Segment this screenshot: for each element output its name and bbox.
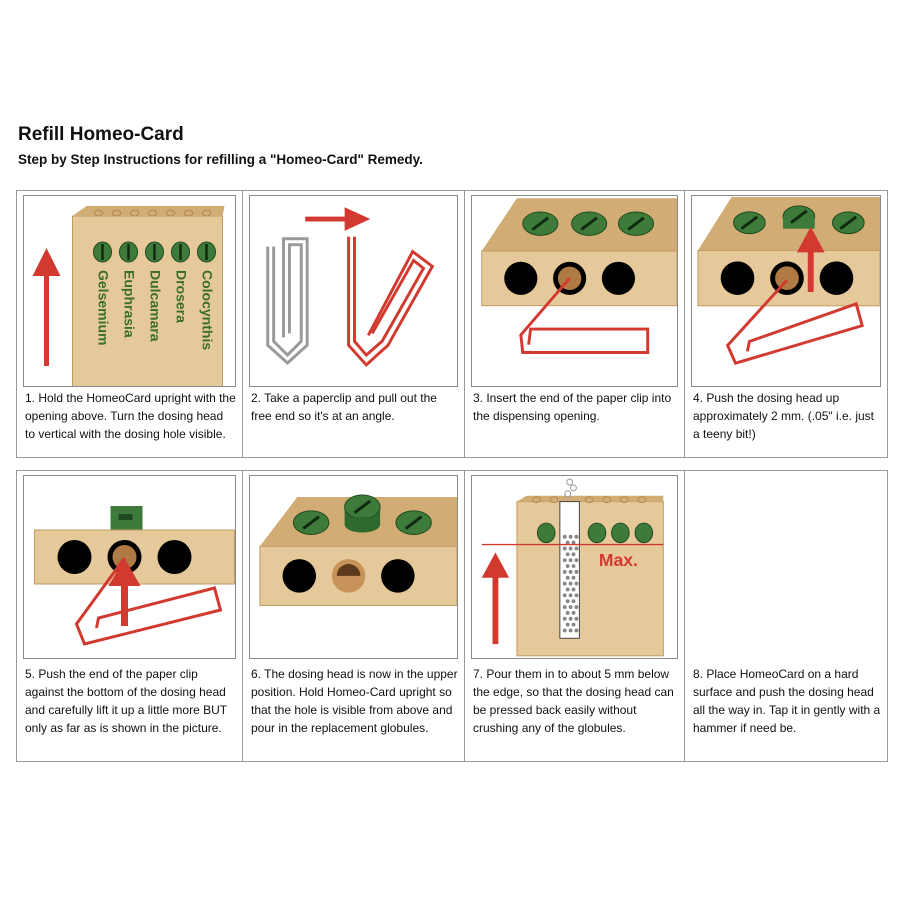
step-7-drawing: Max. (481, 478, 664, 657)
remedy-label: Euphrasia (122, 270, 138, 338)
max-fill-label: Max. (599, 550, 638, 570)
remedy-label: Colocynthis (200, 270, 216, 350)
step-4-drawing (697, 197, 880, 366)
step-2: 2. Take a paperclip and pull out the fre… (243, 191, 465, 457)
step-8: 8. Place HomeoCard on a hard surface and… (685, 471, 887, 761)
step-6-caption: 6. The dosing head is now in the upper p… (251, 667, 458, 735)
step-2-illustration (249, 195, 458, 387)
remedy-label: Drosera (174, 270, 190, 323)
steps-row-1: Gelsemium Euphrasia Dulcamara Drosera Co… (16, 190, 888, 458)
step-1-illustration: Gelsemium Euphrasia Dulcamara Drosera Co… (23, 195, 236, 387)
step-7-illustration: Max. (471, 475, 678, 659)
step-4-illustration (691, 195, 881, 387)
step-8-caption: 8. Place HomeoCard on a hard surface and… (693, 667, 881, 735)
step-7-caption: 7. Pour them in to about 5 mm below the … (473, 667, 674, 735)
step-2-drawing (266, 207, 435, 368)
paperclip-icon (266, 237, 309, 365)
up-arrow-icon (108, 558, 141, 626)
step-5-drawing (34, 506, 235, 646)
page-subtitle: Step by Step Instructions for refilling … (18, 152, 423, 167)
step-5-caption: 5. Push the end of the paper clip agains… (25, 667, 227, 735)
remedy-label: Dulcamara (148, 270, 164, 342)
up-arrow-icon (481, 552, 510, 645)
step-1: Gelsemium Euphrasia Dulcamara Drosera Co… (17, 191, 243, 457)
step-7: Max. 7. Pour them in to about 5 mm below… (465, 471, 685, 761)
step-3-illustration (471, 195, 678, 387)
step-1-drawing: Gelsemium Euphrasia Dulcamara Drosera Co… (32, 206, 225, 386)
up-arrow-icon (796, 226, 825, 292)
step-4-caption: 4. Push the dosing head up approximately… (693, 391, 874, 441)
steps-row-2: 5. Push the end of the paper clip agains… (16, 470, 888, 762)
step-3-caption: 3. Insert the end of the paper clip into… (473, 391, 672, 423)
step-6-illustration (249, 475, 458, 659)
step-6-drawing (259, 494, 457, 606)
remedy-label: Gelsemium (96, 270, 112, 345)
step-1-caption: 1. Hold the HomeoCard upright with the o… (25, 391, 236, 441)
page-title: Refill Homeo-Card (18, 124, 184, 145)
up-arrow-icon (32, 248, 61, 366)
step-2-caption: 2. Take a paperclip and pull out the fre… (251, 391, 437, 423)
step-3-drawing (481, 198, 677, 354)
step-6: 6. The dosing head is now in the upper p… (243, 471, 465, 761)
step-4: 4. Push the dosing head up approximately… (685, 191, 887, 457)
step-3: 3. Insert the end of the paper clip into… (465, 191, 685, 457)
step-5-illustration (23, 475, 236, 659)
step-5: 5. Push the end of the paper clip agains… (17, 471, 243, 761)
right-arrow-icon (305, 207, 371, 231)
